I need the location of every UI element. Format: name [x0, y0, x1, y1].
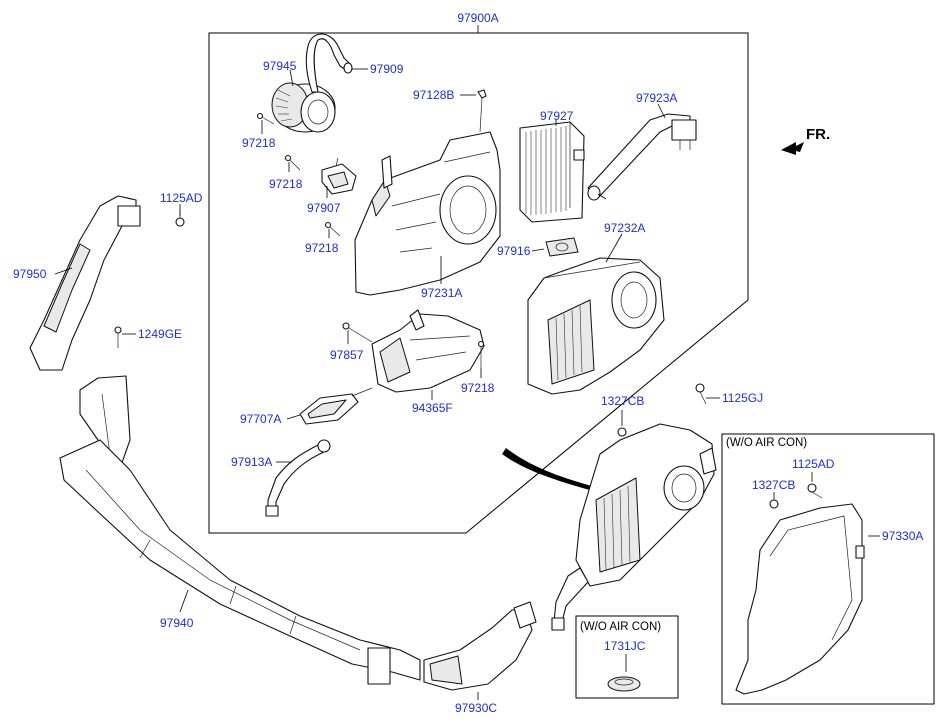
bolt-icon	[114, 326, 122, 348]
heater-pipe-part[interactable]	[587, 113, 697, 201]
screw-icon	[256, 112, 275, 125]
screw-icon	[284, 154, 301, 171]
nut-icon	[769, 499, 779, 509]
label-1125AD-b[interactable]: 1125AD	[792, 457, 835, 471]
label-97128B[interactable]: 97128B	[413, 88, 454, 102]
label-97913A[interactable]: 97913A	[231, 455, 272, 469]
wo-air-con-small-box	[575, 615, 679, 699]
heater-core-part[interactable]	[519, 121, 585, 223]
assembly-frame	[208, 32, 749, 534]
label-97218-a[interactable]: 97218	[242, 136, 276, 150]
main-air-duct-part[interactable]	[29, 195, 537, 691]
callout-arrow-icon	[502, 448, 592, 490]
clip-part[interactable]	[477, 89, 487, 133]
air-duct-part[interactable]	[299, 387, 373, 425]
label-1249GE[interactable]: 1249GE	[138, 327, 182, 341]
wo-air-con-small-title: (W/O AIR CON)	[580, 621, 661, 633]
assembly-code-label[interactable]: 97900A	[457, 11, 498, 25]
front-direction-label: FR.	[806, 126, 830, 143]
label-97857[interactable]: 97857	[330, 348, 364, 362]
label-1327CB-a[interactable]: 1327CB	[601, 394, 644, 408]
drain-pan-part[interactable]	[371, 309, 485, 393]
nut-icon	[617, 427, 627, 437]
label-1125GJ[interactable]: 1125GJ	[722, 391, 763, 405]
screw-icon	[477, 340, 485, 368]
blower-cover-part[interactable]	[735, 503, 865, 695]
label-97330A[interactable]: 97330A	[882, 529, 923, 543]
front-direction-indicator: FR.	[781, 126, 830, 155]
heater-unit-installed-part[interactable]	[551, 423, 717, 631]
label-1125AD-a[interactable]: 1125AD	[160, 191, 203, 205]
blower-case-lower-part[interactable]	[527, 257, 665, 395]
front-arrow-icon	[781, 142, 804, 155]
bolt-icon	[807, 483, 823, 499]
label-97707A[interactable]: 97707A	[240, 412, 281, 426]
seal-part[interactable]	[545, 237, 579, 257]
drain-hose-part[interactable]	[305, 33, 353, 93]
label-1327CB-b[interactable]: 1327CB	[752, 478, 795, 492]
plug-icon	[342, 322, 373, 343]
label-97218-d[interactable]: 97218	[461, 381, 495, 395]
label-97232A[interactable]: 97232A	[604, 221, 645, 235]
label-1731JC[interactable]: 1731JC	[604, 639, 646, 653]
label-97927[interactable]: 97927	[540, 109, 574, 123]
bolt-icon	[695, 383, 707, 405]
label-97945[interactable]: 97945	[263, 59, 297, 73]
label-94365F[interactable]: 94365F	[412, 401, 453, 415]
label-97231A[interactable]: 97231A	[421, 286, 462, 300]
label-97909[interactable]: 97909	[370, 62, 404, 76]
bolt-icon	[175, 210, 185, 227]
blower-case-part[interactable]	[354, 131, 501, 296]
grommet-part[interactable]	[607, 676, 641, 692]
wo-air-con-large-box	[721, 433, 935, 705]
drain-hose-lower-part[interactable]	[265, 439, 331, 517]
screw-icon	[324, 221, 341, 237]
label-97923A[interactable]: 97923A	[636, 91, 677, 105]
label-97916[interactable]: 97916	[497, 244, 531, 258]
label-97940[interactable]: 97940	[160, 616, 194, 630]
label-97218-b[interactable]: 97218	[269, 177, 303, 191]
blower-resistor-part[interactable]	[321, 157, 357, 195]
label-97930C[interactable]: 97930C	[455, 701, 497, 715]
label-97907[interactable]: 97907	[307, 201, 341, 215]
blower-motor-part[interactable]	[271, 82, 336, 133]
wo-air-con-large-title: (W/O AIR CON)	[726, 437, 807, 449]
label-97218-c[interactable]: 97218	[305, 241, 339, 255]
label-97950[interactable]: 97950	[13, 267, 47, 281]
